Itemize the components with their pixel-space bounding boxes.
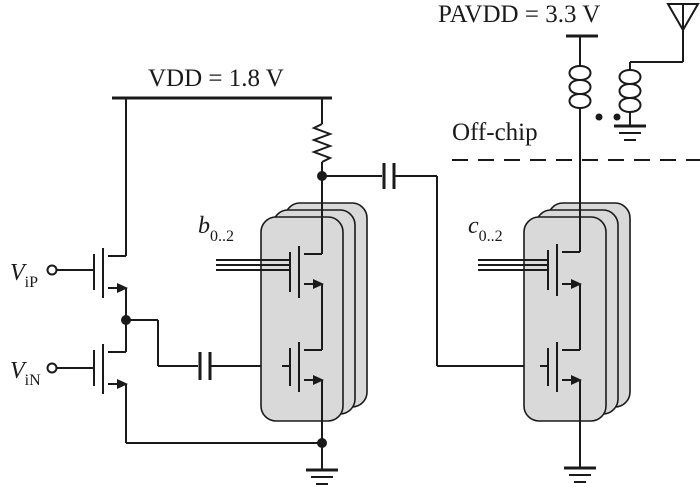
ground-secondary-icon	[614, 124, 646, 141]
vin-source-arrow	[117, 379, 128, 389]
ground-right-icon	[564, 466, 596, 483]
vdd-label: VDD = 1.8 V	[148, 65, 284, 92]
vip-terminal	[46, 264, 58, 276]
load-resistor	[311, 98, 333, 176]
stack-card-front	[523, 216, 607, 422]
stack-card-front	[260, 216, 344, 422]
vin-label: ViN	[10, 358, 41, 389]
transformer-icon	[568, 65, 642, 210]
pavdd-label: PAVDD = 3.3 V	[438, 1, 600, 28]
input-stage	[46, 98, 322, 444]
offchip-label: Off-chip	[452, 119, 538, 146]
vip-source-arrow	[117, 283, 128, 293]
b-bias-label: b0..2	[198, 213, 234, 245]
left-cascode-stack	[216, 176, 368, 443]
antenna-icon	[629, 3, 700, 70]
ground-left-icon	[306, 443, 338, 485]
right-cascode-stack	[478, 200, 631, 468]
vip-label: ViP	[10, 260, 38, 291]
c-bias-label: c0..2	[468, 213, 503, 245]
vin-terminal	[46, 362, 58, 374]
